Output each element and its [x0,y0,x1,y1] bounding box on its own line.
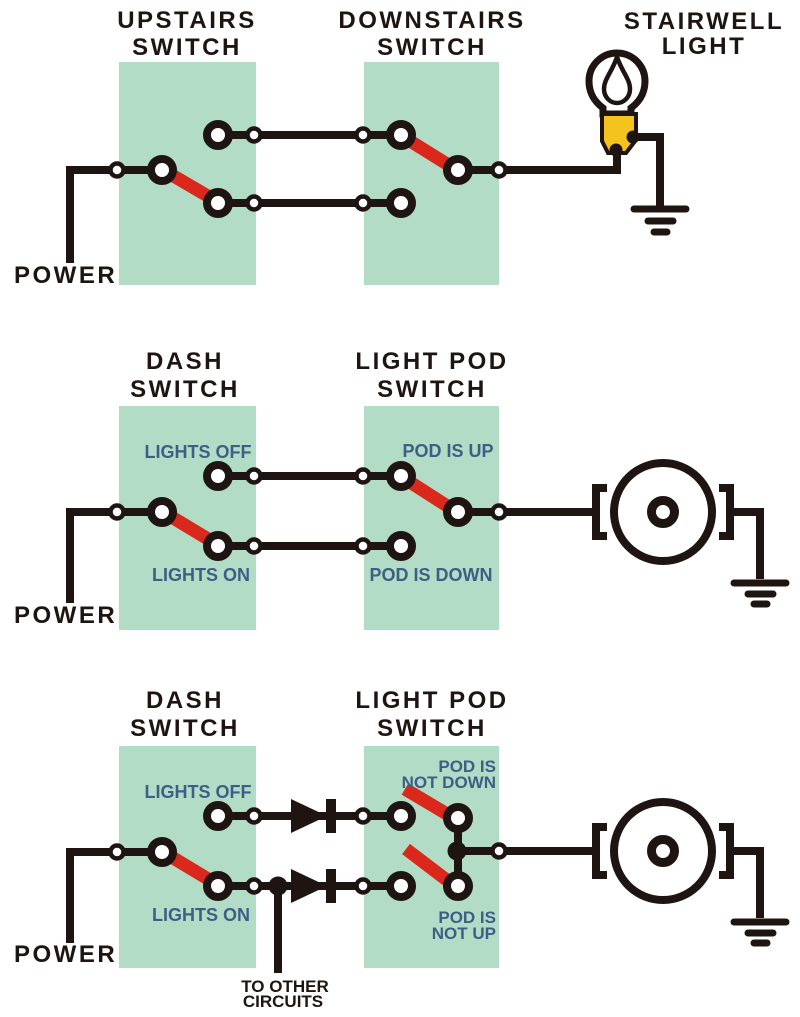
pole-terminal [443,871,473,901]
connection-node [245,194,263,212]
connection-node [245,126,263,144]
pole-terminal [147,497,177,527]
light-bulb-icon [585,49,649,157]
upstairs-switch-title-line1: UPSTAIRS [117,7,257,34]
throw-terminal [203,188,233,218]
motor-ground-wire [730,508,764,579]
throw-terminal [386,801,416,831]
pole-terminal [443,803,473,833]
connection-node [245,807,263,825]
downstairs-switch-title-line2: SWITCH [377,34,487,61]
lights-on-label: LIGHTS ON [152,905,250,925]
pod-is-up-label: POD IS UP [402,441,493,461]
power-wire [66,848,111,943]
pole-terminal [443,497,473,527]
motor-icon [592,459,734,565]
throw-terminal [203,531,233,561]
lights-off-label: LIGHTS OFF [145,782,252,802]
connection-node [108,843,126,861]
circuit-light-pod-diodes: DASH SWITCH LIGHT POD SWITCH LIGHTS OFF … [14,687,790,1011]
throw-terminal [203,871,233,901]
lamp-feed-wire [499,148,621,174]
junction-dot [447,841,467,861]
to-other-circuits-label-line2: CIRCUITS [243,992,323,1011]
connection-node [354,126,372,144]
light-pod-switch-panel [364,746,499,968]
dash-switch-panel [119,746,256,968]
light-pod-switch-title-line2: SWITCH [377,715,487,742]
throw-terminal [386,188,416,218]
connection-node [108,161,126,179]
power-wire [66,508,111,603]
motor-ground-wire [730,847,764,918]
pod-is-not-down-label-line1: POD IS [438,757,496,776]
to-other-circuits-label-line1: TO OTHER [241,977,329,996]
throw-terminal [386,120,416,150]
lamp-ground-wire [633,133,664,206]
connection-node [108,503,126,521]
connection-node [354,194,372,212]
stairwell-light-title-line2: LIGHT [662,33,747,60]
power-wire [66,166,111,263]
connection-node [490,842,508,860]
throw-terminal [386,531,416,561]
connection-node [490,161,508,179]
throw-terminal [203,801,233,831]
connection-node [354,537,372,555]
light-pod-switch-title-line1: LIGHT POD [355,348,508,375]
pod-is-down-label: POD IS DOWN [369,565,492,585]
circuit-light-pod: DASH SWITCH LIGHT POD SWITCH LIGHTS OFF … [14,348,790,630]
power-label: POWER [14,941,117,968]
dash-switch-title-line1: DASH [146,687,224,714]
diode-icon [291,869,336,903]
throw-terminal [386,871,416,901]
connection-node [245,467,263,485]
dash-switch-title-line1: DASH [146,348,224,375]
ground-icon [630,205,690,236]
diode-icon [291,799,336,833]
connection-node [354,877,372,895]
pole-terminal [147,837,177,867]
pod-is-not-up-label-line1: POD IS [438,908,496,927]
upstairs-switch-title-line2: SWITCH [132,34,242,61]
stairwell-light-title-line1: STAIRWELL [624,8,784,35]
lights-on-label: LIGHTS ON [152,565,250,585]
light-pod-switch-title-line1: LIGHT POD [355,687,508,714]
junction-dot [268,876,288,896]
throw-terminal [386,461,416,491]
circuit-stairwell: UPSTAIRS SWITCH DOWNSTAIRS SWITCH STAIRW… [14,7,784,289]
dash-switch-title-line2: SWITCH [130,376,240,403]
switch-lever [402,843,456,890]
throw-terminal [203,461,233,491]
motor-icon [592,798,734,904]
lights-off-label: LIGHTS OFF [145,442,252,462]
connection-node [354,807,372,825]
light-pod-switch-panel [364,406,499,630]
power-label: POWER [14,262,117,289]
connection-node [245,877,263,895]
dash-switch-panel [119,406,256,630]
light-pod-switch-title-line2: SWITCH [377,376,487,403]
pole-terminal [147,155,177,185]
ground-icon [730,579,790,608]
pole-terminal [443,155,473,185]
ground-icon [730,918,790,947]
connection-node [490,503,508,521]
connection-node [354,467,372,485]
connection-node [245,537,263,555]
throw-terminal [203,120,233,150]
power-label: POWER [14,602,117,629]
pod-is-not-up-label-line2: NOT UP [432,924,496,943]
pod-is-not-down-label-line2: NOT DOWN [402,773,496,792]
downstairs-switch-title-line1: DOWNSTAIRS [338,7,525,34]
dash-switch-title-line2: SWITCH [130,715,240,742]
